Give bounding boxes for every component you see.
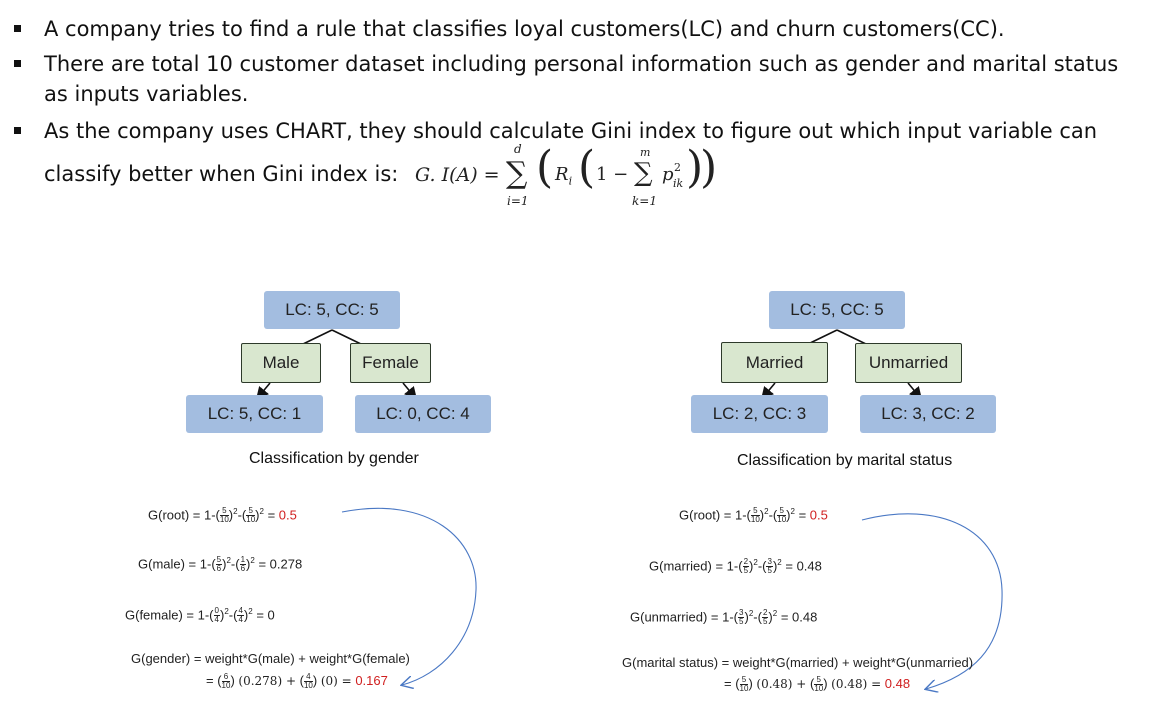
paren-open-inner: ( — [578, 142, 596, 193]
calc-label: G(male) = 1- — [138, 556, 212, 572]
bullet-text: A company tries to find a rule that clas… — [44, 17, 1005, 41]
marital-root-node: LC: 5, CC: 5 — [769, 291, 905, 329]
calc-result: 0.167 — [355, 673, 388, 688]
sum2-bottom: k=1 — [632, 194, 657, 208]
male-leaf-node: LC: 5, CC: 1 — [186, 395, 323, 433]
calc-label: G(female) = 1- — [125, 607, 210, 623]
paren-close-inner: ) — [686, 142, 704, 193]
sum-bottom: i=1 — [507, 194, 529, 208]
ri-r: R — [555, 164, 569, 185]
calc-part: (0.48) = — [831, 677, 882, 691]
gender-caption: Classification by gender — [249, 450, 419, 467]
sum-top: d — [514, 142, 522, 156]
edge-female-leaf — [402, 382, 418, 400]
bullet-text-continued: as inputs variables. — [44, 82, 249, 106]
unmarried-split-node: Unmarried — [855, 343, 962, 383]
bullet-text-continued: classify better when Gini index is: — [44, 162, 399, 186]
calc-result: 0.5 — [809, 507, 828, 523]
marital-curve-arrow — [861, 513, 1003, 689]
bullet-text: As the company uses CHART, they should c… — [44, 119, 1098, 143]
married-split-node: Married — [721, 342, 828, 383]
calc-part: (0) = — [320, 674, 352, 688]
calc-part: (0.48) + — [756, 677, 807, 691]
ri-sub: i — [568, 174, 573, 188]
edge-unmarried-leaf — [907, 382, 923, 400]
p-letter: p — [662, 164, 674, 185]
calc-result: = 0.278 — [258, 556, 303, 572]
gender-total-label: G(gender) = weight*G(male) + weight*G(fe… — [131, 651, 410, 666]
one-minus: 1 − — [596, 164, 629, 185]
married-leaf-node: LC: 2, CC: 3 — [691, 395, 828, 433]
calc-result: 0.48 — [884, 676, 911, 691]
calc-label: G(unmarried) = 1- — [630, 609, 734, 625]
calc-part: (0.278) + — [238, 674, 296, 688]
male-split-node: Male — [241, 343, 321, 383]
paren-open-outer: ( — [536, 142, 554, 193]
sum2-symbol: ∑ — [634, 158, 653, 188]
edge-root-unmarried — [836, 329, 869, 346]
p-sub: ik — [673, 177, 684, 190]
calc-label: G(root) = 1- — [679, 507, 747, 523]
sum-symbol: ∑ — [506, 156, 528, 191]
marital-caption: Classification by marital status — [737, 452, 953, 469]
calc-result: = 0.48 — [780, 609, 818, 625]
bullet-mark — [14, 60, 21, 67]
edge-male-leaf — [255, 382, 271, 400]
gender-curve-arrow — [341, 507, 477, 685]
calc-label: G(root) = 1- — [148, 507, 216, 523]
gender-root-node: LC: 5, CC: 5 — [264, 291, 400, 329]
female-split-node: Female — [350, 343, 431, 383]
marital-total-label: G(marital status) = weight*G(married) + … — [622, 655, 974, 670]
p-sup: 2 — [674, 161, 681, 174]
calc-result: 0.5 — [278, 507, 297, 523]
calc-label: G(married) = 1- — [649, 558, 739, 574]
bullet-mark — [14, 25, 21, 32]
paren-close-outer: ) — [700, 142, 718, 193]
bullet-text: There are total 10 customer dataset incl… — [44, 52, 1119, 76]
bullet-mark — [14, 127, 21, 134]
p-term: p — [662, 164, 674, 185]
ri-term: Ri — [555, 164, 572, 188]
calc-result: = 0.48 — [785, 558, 822, 574]
unmarried-leaf-node: LC: 3, CC: 2 — [860, 395, 996, 433]
edge-married-leaf — [760, 382, 776, 400]
female-leaf-node: LC: 0, CC: 4 — [355, 395, 491, 433]
calc-result: = 0 — [256, 607, 275, 623]
sum2-top: m — [640, 146, 651, 159]
edge-root-male — [300, 329, 333, 346]
formula-lhs: G. I(A) = — [415, 164, 500, 186]
edge-root-female — [331, 329, 364, 346]
